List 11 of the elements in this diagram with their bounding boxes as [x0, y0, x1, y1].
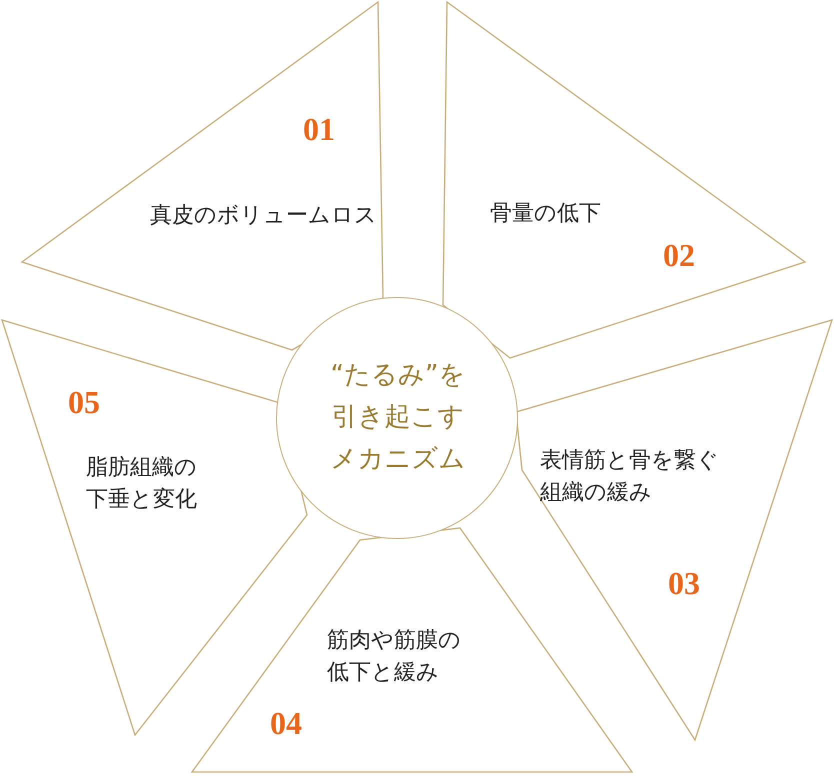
step-number: 01 [303, 112, 335, 146]
segment-label: 骨量の低下 [490, 200, 601, 228]
segment-label: 表情筋と骨を繋ぐ組織の緩み [540, 447, 720, 507]
center-title: “たるみ”を引き起こすメカニズム [330, 359, 466, 476]
step-number: 05 [68, 385, 100, 419]
step-number: 04 [270, 706, 302, 740]
step-number: 02 [663, 238, 695, 272]
step-number: 03 [668, 566, 700, 600]
segment-label: 真皮のボリュームロス [150, 202, 377, 230]
segment-label: 筋肉や筋膜の低下と緩み [327, 627, 462, 687]
segment-label: 脂肪組織の下垂と変化 [86, 454, 198, 514]
